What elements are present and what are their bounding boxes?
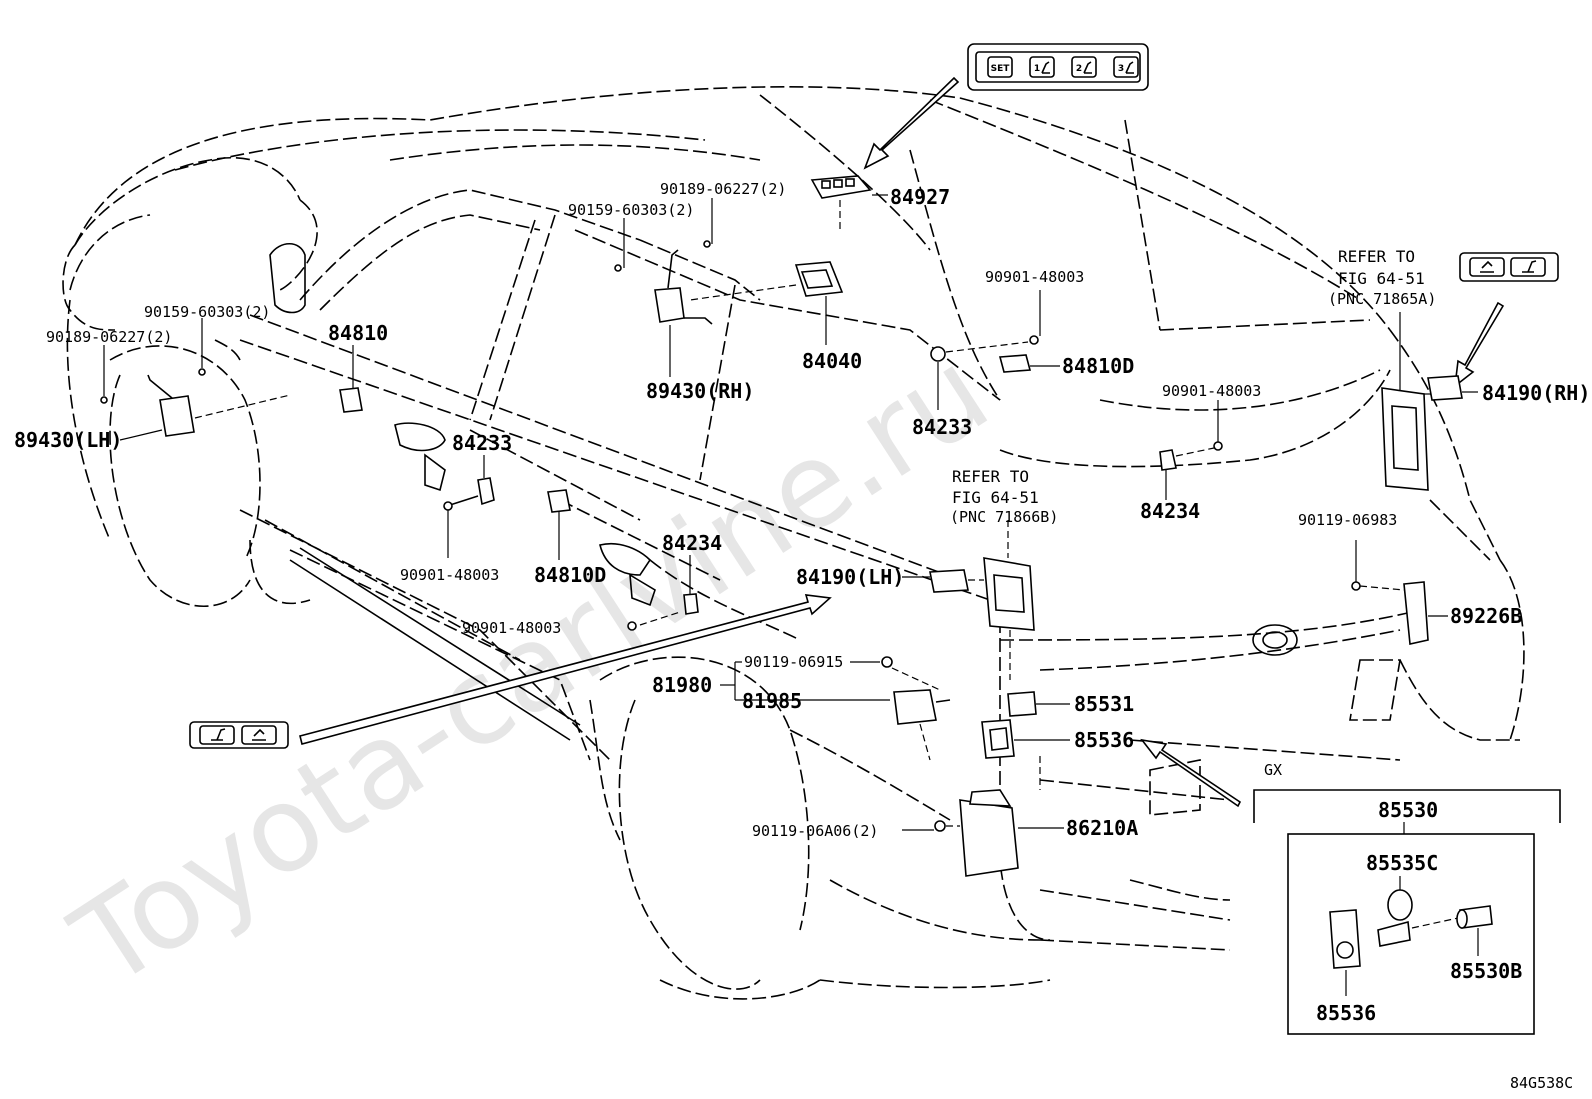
callout-84810d-right: 84810D bbox=[1062, 354, 1134, 378]
callout-90901-48003-top: 90901-48003 bbox=[985, 268, 1084, 286]
callout-90119-06a06: 90119-06A06(2) bbox=[752, 822, 878, 840]
part-89226b bbox=[1351, 540, 1448, 645]
memory-button-2: 2 bbox=[1071, 56, 1097, 78]
part-84234-left bbox=[627, 555, 699, 631]
callout-84190-lh: 84190(LH) bbox=[796, 565, 904, 589]
callout-85536: 85536 bbox=[1074, 728, 1134, 752]
pnc-a: (PNC 71865A) bbox=[1328, 290, 1436, 308]
diagram-code: 84G538C bbox=[1510, 1074, 1573, 1092]
callout-90159-60303-left: 90159-60303(2) bbox=[144, 303, 270, 321]
callout-90119-06983: 90119-06983 bbox=[1298, 511, 1397, 529]
svg-text:3: 3 bbox=[1118, 64, 1124, 74]
gx-grade-label: GX bbox=[1264, 761, 1282, 779]
lumbar-switch-panel-right bbox=[1459, 252, 1559, 282]
gx-assembly-number: 85530 bbox=[1378, 798, 1438, 822]
svg-text:1: 1 bbox=[1034, 64, 1040, 74]
callout-90901-48003-low: 90901-48003 bbox=[462, 619, 561, 637]
memory-button-3: 3 bbox=[1113, 56, 1139, 78]
callout-84040: 84040 bbox=[802, 349, 862, 373]
callout-90119-06915: 90119-06915 bbox=[744, 653, 843, 671]
gx-callout-85536: 85536 bbox=[1316, 1001, 1376, 1025]
part-84234-right bbox=[1159, 400, 1223, 500]
fig-a: FIG 64-51 bbox=[1338, 269, 1425, 288]
part-85531 bbox=[1007, 691, 1070, 717]
callout-84927: 84927 bbox=[890, 185, 950, 209]
pointer-arrow-icon bbox=[863, 76, 960, 170]
callout-84233-right: 84233 bbox=[912, 415, 972, 439]
gx-callout-85530b: 85530B bbox=[1450, 959, 1522, 983]
memory-button-1: 1 bbox=[1029, 56, 1055, 78]
vehicle-body-outline bbox=[62, 86, 1525, 1000]
callout-84810: 84810 bbox=[328, 321, 388, 345]
part-84810d-left bbox=[547, 489, 571, 560]
callout-85531: 85531 bbox=[1074, 692, 1134, 716]
part-85536 bbox=[981, 719, 1070, 759]
callout-90189-06227-left: 90189-06227(2) bbox=[46, 328, 172, 346]
callout-90159-60303-top: 90159-60303(2) bbox=[568, 201, 694, 219]
fig-b: FIG 64-51 bbox=[952, 488, 1039, 507]
part-84040-seat-switch bbox=[689, 261, 844, 345]
pointer-arrow-icon bbox=[299, 594, 832, 745]
callout-84234-left: 84234 bbox=[662, 531, 722, 555]
memory-switch-panel: SET 1 2 3 bbox=[967, 43, 1149, 91]
callout-84810d-left: 84810D bbox=[534, 563, 606, 587]
callout-90901-48003-left: 90901-48003 bbox=[400, 566, 499, 584]
callout-84234-right: 84234 bbox=[1140, 499, 1200, 523]
part-86210a bbox=[902, 756, 1064, 877]
set-button: SET bbox=[987, 56, 1013, 78]
gx-callout-85535c: 85535C bbox=[1366, 851, 1438, 875]
cigarette-lighter-socket-icon bbox=[1377, 889, 1413, 947]
callout-89430-lh: 89430(LH) bbox=[14, 428, 122, 452]
callout-90189-06227-top: 90189-06227(2) bbox=[660, 180, 786, 198]
callout-89430-rh: 89430(RH) bbox=[646, 379, 754, 403]
part-89430-rh-sensor bbox=[614, 198, 713, 377]
part-84810d-right bbox=[998, 354, 1060, 373]
part-84233-left bbox=[443, 455, 495, 558]
pointer-arrow-icon bbox=[1453, 301, 1505, 388]
socket-bezel-icon bbox=[1329, 909, 1361, 969]
part-84927-memory-switch bbox=[810, 175, 888, 232]
pointer-arrow-icon bbox=[1140, 738, 1242, 808]
part-84190-rh-bracket bbox=[1381, 312, 1478, 491]
callout-81985: 81985 bbox=[742, 689, 802, 713]
callout-84190-rh: 84190(RH) bbox=[1482, 381, 1590, 405]
callout-89226b: 89226B bbox=[1450, 604, 1522, 628]
refer-to-b: REFER TO bbox=[952, 467, 1029, 486]
part-89430-lh-sensor bbox=[100, 318, 291, 441]
refer-to-a: REFER TO bbox=[1338, 247, 1415, 266]
callout-84233-left: 84233 bbox=[452, 431, 512, 455]
lumbar-switch-panel-left bbox=[189, 721, 289, 749]
part-84810-switch bbox=[339, 345, 363, 413]
part-callouts: 84927 90189-06227(2) 90159-60303(2) 8404… bbox=[14, 180, 1590, 840]
callout-81980: 81980 bbox=[652, 673, 712, 697]
callout-90901-48003-right: 90901-48003 bbox=[1162, 382, 1261, 400]
svg-text:SET: SET bbox=[991, 64, 1011, 74]
svg-text:2: 2 bbox=[1076, 64, 1082, 74]
pnc-b: (PNC 71866B) bbox=[950, 508, 1058, 526]
part-84190-lh-bracket bbox=[902, 520, 1035, 680]
gx-inset: GX 85530 85535C 85530B 85536 bbox=[1253, 761, 1561, 1035]
lighter-plug-icon bbox=[1456, 905, 1493, 929]
part-84233-right bbox=[930, 290, 1041, 410]
callout-86210a: 86210A bbox=[1066, 816, 1138, 840]
part-81985 bbox=[720, 656, 951, 761]
